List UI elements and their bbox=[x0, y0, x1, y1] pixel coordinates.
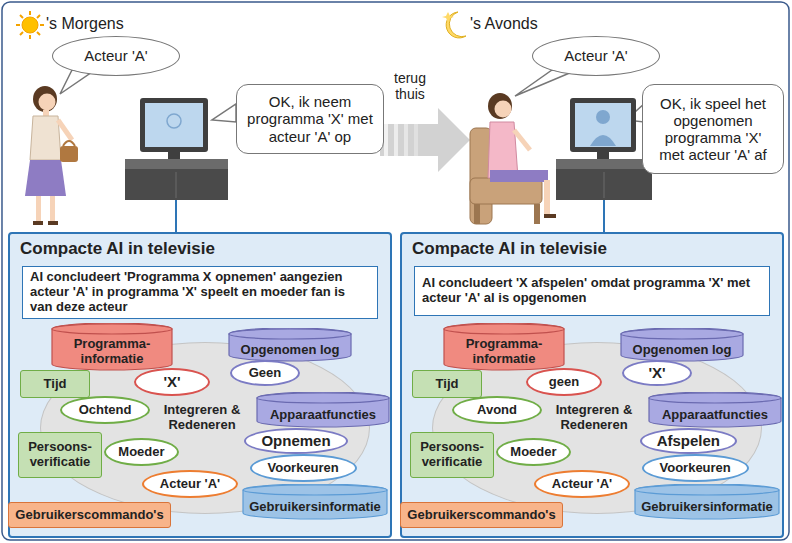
television bbox=[125, 98, 228, 200]
node-text: Opgenomen log bbox=[633, 343, 732, 358]
node-text: Geen bbox=[249, 366, 282, 381]
node-text: Avond bbox=[477, 403, 517, 418]
node-text: geen bbox=[549, 375, 579, 390]
scene-label: 's Avonds bbox=[470, 15, 580, 33]
node-text: 'X' bbox=[163, 373, 180, 390]
input-box: Gebruikerscommando's bbox=[8, 502, 171, 528]
input-box: Persoons- verificatie bbox=[18, 432, 102, 478]
node-text: Opnemen bbox=[261, 432, 330, 449]
value-oval: Opnemen bbox=[244, 428, 348, 454]
ai-panel: Compacte AI in televisie AI concludeert '… bbox=[400, 232, 784, 538]
node-text: OK, ik neem programma 'X' met acteur 'A'… bbox=[245, 93, 375, 145]
tv-link-line bbox=[603, 200, 605, 233]
scene-label: 's Morgens bbox=[46, 15, 156, 33]
bubble-tail bbox=[515, 70, 572, 96]
node-text: Moeder bbox=[118, 445, 164, 460]
speech-bubble: Acteur 'A' bbox=[532, 36, 660, 76]
node-text: OK, ik speel het opgenomen programma 'X'… bbox=[651, 95, 775, 164]
value-oval: Geen bbox=[230, 360, 300, 386]
value-oval: Acteur 'A' bbox=[534, 470, 630, 498]
value-oval: 'X' bbox=[134, 368, 210, 396]
node-text: Voorkeuren bbox=[268, 461, 339, 476]
bubble-tail bbox=[212, 104, 236, 122]
node-text: Apparaatfuncties bbox=[662, 408, 768, 423]
speech-bubble: OK, ik speel het opgenomen programma 'X'… bbox=[642, 84, 784, 174]
value-oval: geen bbox=[526, 368, 602, 396]
value-oval: Afspelen bbox=[640, 428, 737, 454]
input-box: Tijd bbox=[20, 370, 90, 398]
node-text: 'X' bbox=[648, 364, 665, 381]
television bbox=[556, 98, 652, 200]
node-text: Integreren & Redeneren bbox=[547, 403, 641, 433]
conclusion-box: AI concludeert 'Programma X opnemen' aan… bbox=[22, 266, 378, 319]
input-box: Tijd bbox=[412, 370, 482, 398]
value-oval: Moeder bbox=[496, 438, 571, 466]
conclusion-box: AI concludeert 'X afspelen' omdat progra… bbox=[414, 266, 770, 316]
node-text: Gebruikersinformatie bbox=[641, 500, 773, 515]
moon-icon bbox=[442, 12, 466, 38]
input-box: Gebruikerscommando's bbox=[400, 502, 563, 528]
scene-label: terug thuis bbox=[380, 70, 440, 102]
node-text: Gebruikerscommando's bbox=[407, 508, 555, 523]
speech-bubble: OK, ik neem programma 'X' met acteur 'A'… bbox=[236, 84, 384, 154]
node-text: Integreren & Redeneren bbox=[155, 403, 249, 433]
node-text: AI concludeert 'X afspelen' omdat progra… bbox=[422, 276, 762, 306]
sun-icon bbox=[16, 11, 44, 39]
database-cylinder: Apparaatfuncties bbox=[648, 392, 782, 428]
node-text: Ochtend bbox=[79, 403, 132, 418]
node-text: Programma- informatie bbox=[51, 337, 173, 367]
database-cylinder: Programma- informatie bbox=[51, 323, 173, 371]
database-cylinder: Gebruikersinformatie bbox=[634, 484, 780, 520]
transition-arrow bbox=[380, 108, 470, 172]
panel-title: Compacte AI in televisie bbox=[20, 239, 380, 259]
woman-sitting bbox=[470, 93, 556, 224]
node-text: Afspelen bbox=[657, 432, 720, 449]
value-oval: Voorkeuren bbox=[642, 454, 749, 482]
node-text: Acteur 'A' bbox=[84, 47, 147, 64]
value-oval: Avond bbox=[452, 396, 542, 424]
input-box: Persoons- verificatie bbox=[410, 432, 494, 478]
node-text: Gebruikerscommando's bbox=[15, 508, 163, 523]
database-cylinder: Opgenomen log bbox=[620, 328, 744, 362]
node-text: Opgenomen log bbox=[241, 343, 340, 358]
node-text: Gebruikersinformatie bbox=[249, 500, 381, 515]
node-text: Persoons- verificatie bbox=[23, 440, 97, 470]
value-oval: Acteur 'A' bbox=[142, 470, 238, 498]
value-oval: Voorkeuren bbox=[250, 454, 357, 482]
database-cylinder: Opgenomen log bbox=[228, 328, 352, 362]
node-text: Acteur 'A' bbox=[564, 47, 627, 64]
value-oval: Ochtend bbox=[60, 396, 150, 424]
node-text: Tijd bbox=[436, 377, 459, 392]
value-oval: 'X' bbox=[622, 360, 692, 386]
panel-title: Compacte AI in televisie bbox=[412, 239, 772, 259]
node-text: Moeder bbox=[510, 445, 556, 460]
node-text: Acteur 'A' bbox=[160, 477, 220, 492]
database-cylinder: Apparaatfuncties bbox=[256, 392, 390, 428]
ai-panel: Compacte AI in televisie AI concludeert '… bbox=[8, 232, 392, 538]
speech-bubble: Acteur 'A' bbox=[52, 36, 180, 76]
database-cylinder: Programma- informatie bbox=[443, 323, 565, 371]
node-text: Tijd bbox=[44, 377, 67, 392]
woman-standing bbox=[25, 86, 78, 225]
value-oval: Moeder bbox=[104, 438, 179, 466]
node-text: Voorkeuren bbox=[660, 461, 731, 476]
tv-link-line bbox=[175, 200, 177, 233]
node-text: Acteur 'A' bbox=[552, 477, 612, 492]
node-text: Apparaatfuncties bbox=[270, 408, 376, 423]
node-text: AI concludeert 'Programma X opnemen' aan… bbox=[30, 270, 370, 315]
node-text: Persoons- verificatie bbox=[415, 440, 489, 470]
database-cylinder: Gebruikersinformatie bbox=[242, 484, 388, 520]
node-text: Programma- informatie bbox=[443, 337, 565, 367]
